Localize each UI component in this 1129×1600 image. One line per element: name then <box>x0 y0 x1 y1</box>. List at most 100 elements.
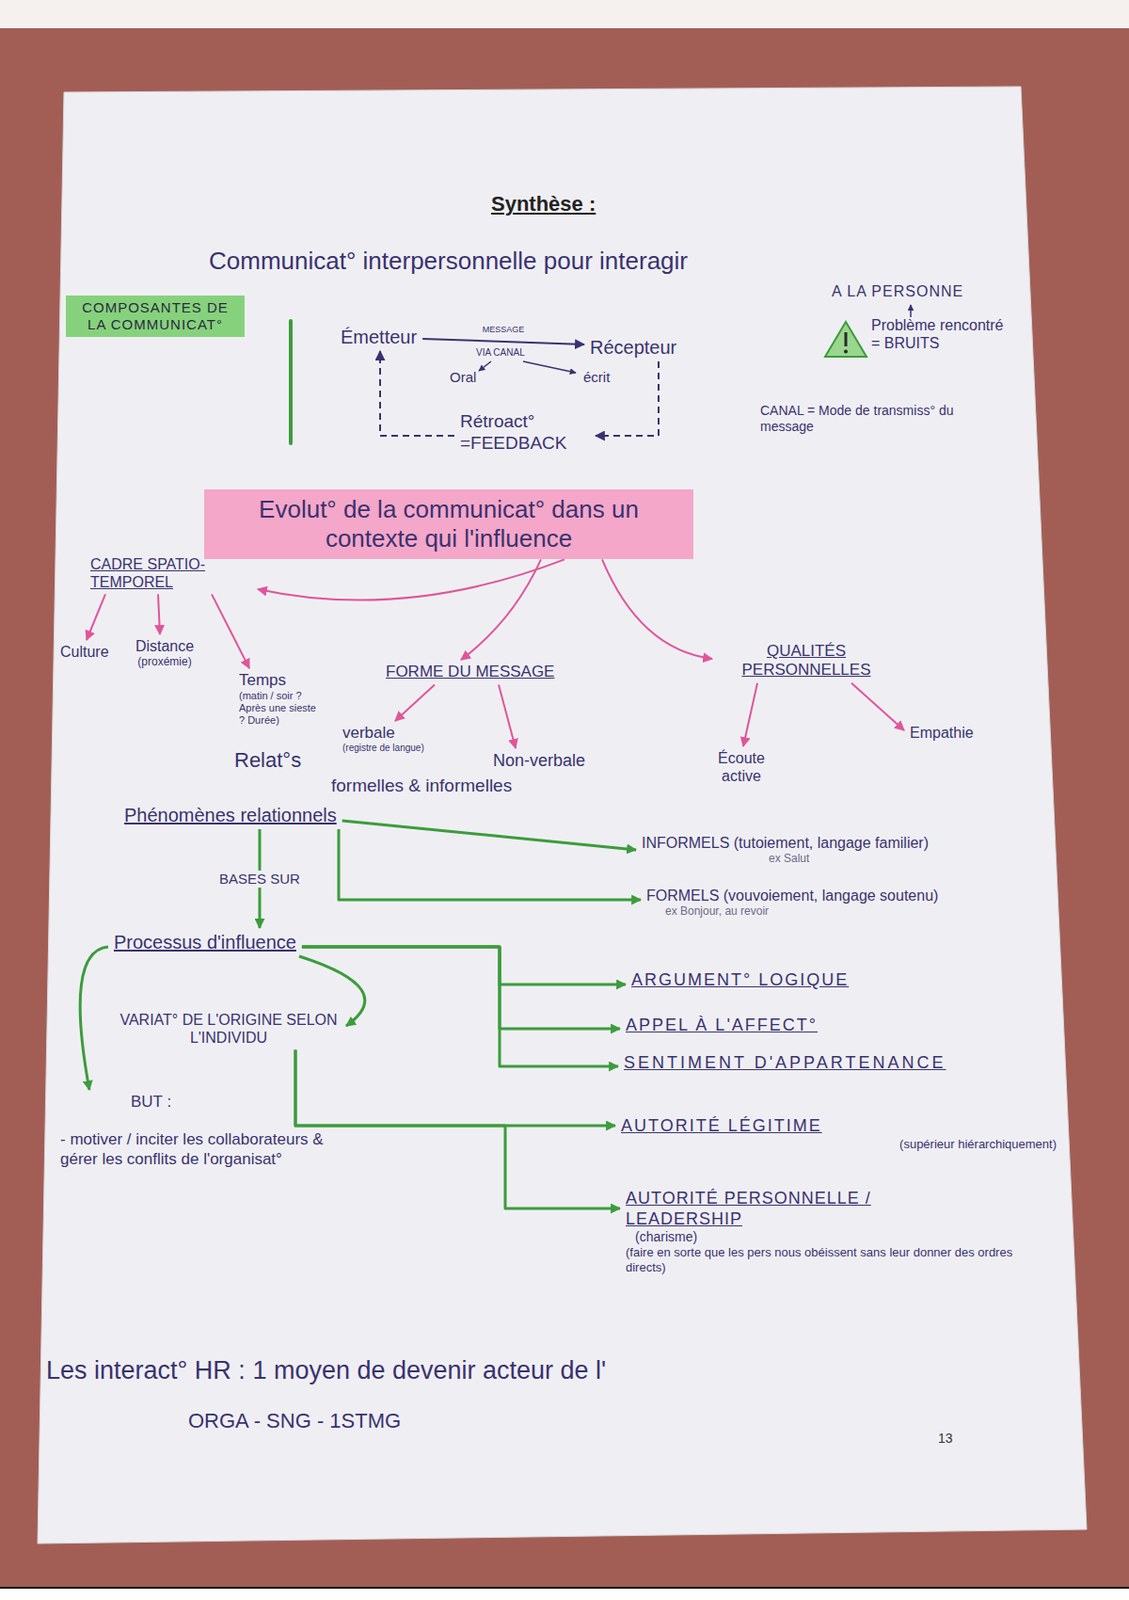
node-text: Distance <box>121 636 208 655</box>
node-subtext: (matin / soir ? Après une sieste ? Durée… <box>238 689 322 726</box>
node-text: APPEL À L'AFFECT° <box>625 1015 818 1036</box>
node-text: Processus d'influence <box>113 930 297 954</box>
note-label: VIA CANAL <box>476 347 525 359</box>
node-text: ARGUMENT° LOGIQUE <box>631 969 849 991</box>
connector <box>743 683 758 747</box>
text-node: ARGUMENT° LOGIQUE <box>625 967 855 994</box>
connector <box>158 593 160 635</box>
warning-icon <box>825 321 867 357</box>
note-label: formelles & informelles <box>331 775 512 797</box>
text-node: Temps(matin / soir ? Après une sieste ? … <box>233 667 328 729</box>
connector <box>422 338 585 345</box>
node-text: Non-verbale <box>492 750 586 772</box>
node-subtext: ex Bonjour, au revoir <box>646 904 1035 918</box>
node-text: QUALITÉS PERSONNELLES <box>717 641 895 681</box>
note-label: A LA PERSONNE <box>831 282 964 301</box>
node-subtext: (faire en sorte que les pers nous obéiss… <box>625 1244 1029 1274</box>
note-label: 13 <box>938 1430 954 1447</box>
node-text: FORMELS (vouvoiement, langage soutenu) <box>646 886 1035 905</box>
node-subtext: ex Salut <box>641 851 1040 865</box>
text-node: Processus d'influence <box>108 927 303 956</box>
node-text: Phénomènes relationnels <box>124 803 337 827</box>
leader-arrow <box>523 361 576 373</box>
warning-icon <box>844 332 848 347</box>
text-node: Écoute active <box>701 746 781 788</box>
connector <box>79 946 109 1090</box>
node-text: verbale <box>342 723 440 743</box>
note-label: Problème rencontré = BRUITS <box>871 316 1013 352</box>
note-label: Oral <box>449 368 477 386</box>
text-node: Culture <box>54 639 115 664</box>
note-label: Communicat° interpersonnelle pour intera… <box>208 246 688 276</box>
node-text: INFORMELS (tutoiement, langage familier) <box>641 833 1040 852</box>
text-node: Récepteur <box>584 333 683 362</box>
node-text: Émetteur <box>340 325 417 349</box>
text-node: Empathie <box>904 720 980 745</box>
connector <box>342 820 637 850</box>
node-text: AUTORITÉ PERSONNELLE / LEADERSHIP <box>625 1188 918 1229</box>
text-node: VARIAT° DE L'ORIGINE SELON L'INDIVIDU <box>111 1007 347 1050</box>
node-text: Récepteur <box>589 335 677 359</box>
text-node: Phénomènes relationnels <box>118 800 343 829</box>
connector <box>257 558 565 600</box>
node-text: Empathie <box>909 723 974 742</box>
note-label: Relat°s <box>234 747 302 773</box>
node-text: SENTIMENT D'APPARTENANCE <box>623 1052 946 1074</box>
text-node: QUALITÉS PERSONNELLES <box>712 638 901 684</box>
node-text: Evolut° de la communicat° dans un contex… <box>213 494 684 554</box>
note-label: écrit <box>583 368 610 386</box>
edge-label: BASES SUR <box>216 870 303 888</box>
node-text: VARIAT° DE L'ORIGINE SELON L'INDIVIDU <box>116 1010 341 1047</box>
text-node: FORME DU MESSAGE <box>380 659 560 684</box>
leader-arrow <box>909 304 912 318</box>
node-text: Écoute active <box>707 748 776 785</box>
text-node: BUT :- motiver / inciter les collaborate… <box>54 1089 370 1172</box>
text-node: AUTORITÉ PERSONNELLE / LEADERSHIP(charis… <box>620 1185 1034 1277</box>
photo-background <box>0 1586 1129 1600</box>
text-node: APPEL À L'AFFECT° <box>620 1012 824 1039</box>
text-node: SENTIMENT D'APPARTENANCE <box>618 1049 952 1077</box>
text-node: INFORMELS (tutoiement, langage familier)… <box>636 830 1046 869</box>
note-label: Les interact° HR : 1 moyen de devenir ac… <box>46 1354 606 1385</box>
text-node: verbale(registre de langue) <box>336 720 446 757</box>
connector <box>395 683 435 721</box>
highlight-box: COMPOSANTES DE LA COMMUNICAT° <box>65 295 245 337</box>
connector <box>86 593 106 640</box>
connector <box>302 946 621 1029</box>
page-title: Synthèse : <box>491 191 596 217</box>
note-label: CANAL = Mode de transmiss° du message <box>760 402 986 435</box>
text-node: FORMELS (vouvoiement, langage soutenu)ex… <box>640 883 1041 922</box>
node-text: Temps <box>238 670 322 690</box>
note-label: ORGA - SNG - 1STMG <box>188 1408 401 1433</box>
text-node: Émetteur <box>334 322 423 351</box>
warning-icon <box>843 349 848 354</box>
paper-sheet <box>37 86 1087 1543</box>
node-text: FORME DU MESSAGE <box>385 662 555 682</box>
text-node: AUTORITÉ LÉGITIME(supérieur hiérarchique… <box>615 1113 1063 1154</box>
node-text: AUTORITÉ LÉGITIME <box>620 1115 1057 1137</box>
photo-background <box>0 0 1129 29</box>
connector <box>302 946 619 1066</box>
text-node: Rétroact° =FEEDBACK <box>454 408 596 458</box>
node-text: BUT : <box>60 1092 365 1112</box>
node-subtext: (supérieur hiérarchiquement) <box>620 1136 1057 1152</box>
node-text: Rétroact° =FEEDBACK <box>460 411 590 455</box>
connector <box>851 683 905 731</box>
connector <box>295 1049 616 1126</box>
node-text: CADRE SPATIO-TEMPOREL <box>90 555 253 591</box>
connector <box>211 593 250 668</box>
node-text: COMPOSANTES DE LA COMMUNICAT° <box>71 299 239 334</box>
node-text: Culture <box>60 642 110 661</box>
node-subtext: (registre de langue) <box>342 742 440 754</box>
bracket <box>288 320 293 444</box>
edge-label: MESSAGE <box>479 324 528 335</box>
connector <box>602 558 713 659</box>
leader-arrow <box>478 361 492 371</box>
node-subtext: (charisme) <box>625 1228 1029 1245</box>
text-node: CADRE SPATIO-TEMPOREL <box>84 552 258 594</box>
connector <box>295 1049 621 1209</box>
highlight-box: Evolut° de la communicat° dans un contex… <box>204 489 694 559</box>
connector <box>380 350 455 436</box>
connector <box>498 683 516 748</box>
